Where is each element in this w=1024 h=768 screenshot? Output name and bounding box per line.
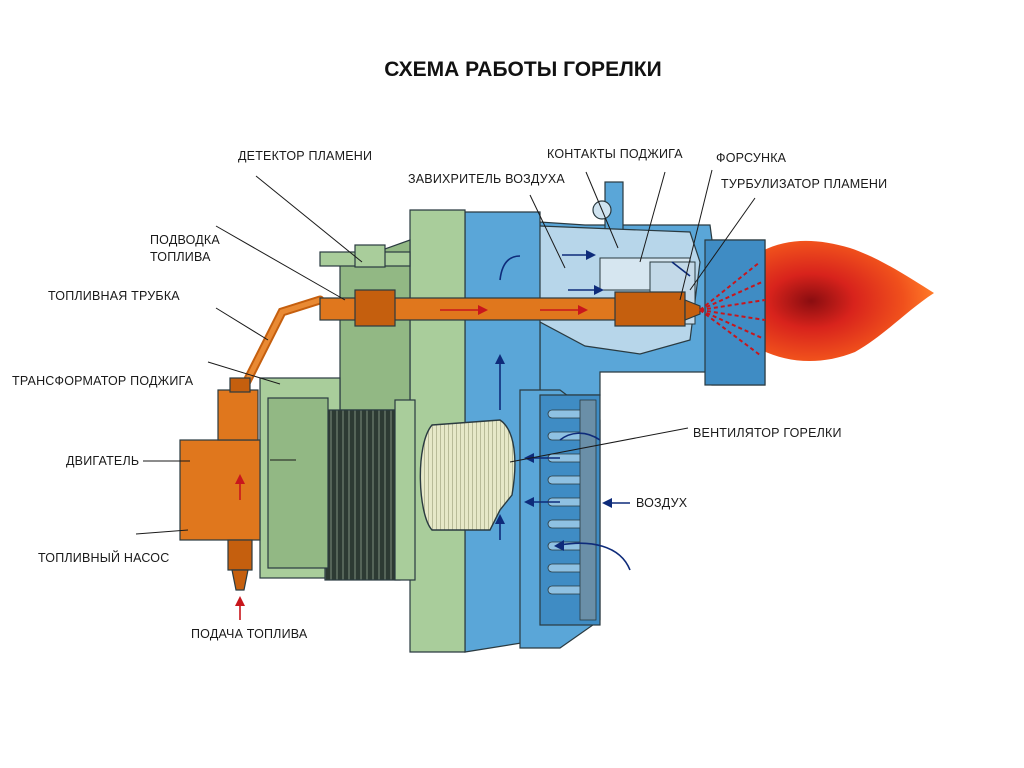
nozzle-tip [684, 299, 701, 321]
label-air: ВОЗДУХ [636, 496, 688, 510]
air-label-arrowhead [602, 498, 612, 508]
label-nozzle: ФОРСУНКА [716, 151, 787, 165]
diagram-title: СХЕМА РАБОТЫ ГОРЕЛКИ [384, 58, 661, 81]
label-fuel-tube: ТОПЛИВНАЯ ТРУБКА [48, 289, 180, 303]
label-flame-detector: ДЕТЕКТОР ПЛАМЕНИ [238, 149, 372, 163]
label-fuel-feed: ПОДАЧА ТОПЛИВА [191, 627, 308, 641]
leader-flame-turbulizer [689, 197, 756, 291]
motor-fins [324, 409, 401, 581]
label-motor: ДВИГАТЕЛЬ [66, 454, 139, 468]
label-flame-turbulizer: ТУРБУЛИЗАТОР ПЛАМЕНИ [721, 177, 887, 191]
label-ignition-contacts: КОНТАКТЫ ПОДЖИГА [547, 147, 683, 161]
label-fuel-supply-line-1: ПОДВОДКА [150, 233, 220, 247]
fan-rotor [419, 419, 516, 531]
nozzle-body [614, 291, 686, 327]
pump-inlet [227, 539, 253, 571]
label-air-swirler: ЗАВИХРИТЕЛЬ ВОЗДУХА [408, 172, 565, 186]
leader-ignition-contacts-1 [585, 171, 619, 249]
leader-flame-detector [255, 175, 363, 263]
label-fuel-supply-line-2: ТОПЛИВА [150, 250, 211, 264]
leader-fuel-supply [215, 225, 346, 301]
label-ignition-transformer: ТРАНСФОРМАТОР ПОДЖИГА [12, 374, 194, 388]
motor-flange [394, 399, 416, 581]
flame [745, 240, 934, 362]
air-intake-grille [539, 394, 601, 626]
pump-solenoid [217, 389, 259, 441]
detector-housing [354, 244, 386, 268]
leader-nozzle [679, 169, 713, 301]
leader-ignition-contacts-2 [639, 171, 666, 263]
fuel-fitting [354, 289, 396, 327]
leader-air-swirler [529, 194, 566, 269]
fuel-pump-body [179, 439, 261, 541]
solenoid-cap [229, 377, 251, 393]
fuel-flow-arrows [235, 305, 588, 620]
air-flow-arrows [495, 250, 691, 571]
leader-ignition-transformer [207, 361, 281, 385]
leader-burner-fan [509, 427, 689, 463]
label-fuel-pump: ТОПЛИВНЫЙ НАСОС [38, 550, 169, 565]
motor-side [267, 397, 329, 569]
fuel-spray [699, 261, 766, 356]
callouts: ДЕТЕКТОР ПЛАМЕНИ ЗАВИХРИТЕЛЬ ВОЗДУХА КОН… [12, 147, 887, 641]
burner-body [179, 181, 934, 653]
leader-fuel-pump [135, 529, 189, 535]
pump-inlet-nozzle [231, 569, 249, 591]
label-burner-fan: ВЕНТИЛЯТОР ГОРЕЛКИ [693, 426, 842, 440]
leader-fuel-tube [215, 307, 269, 341]
